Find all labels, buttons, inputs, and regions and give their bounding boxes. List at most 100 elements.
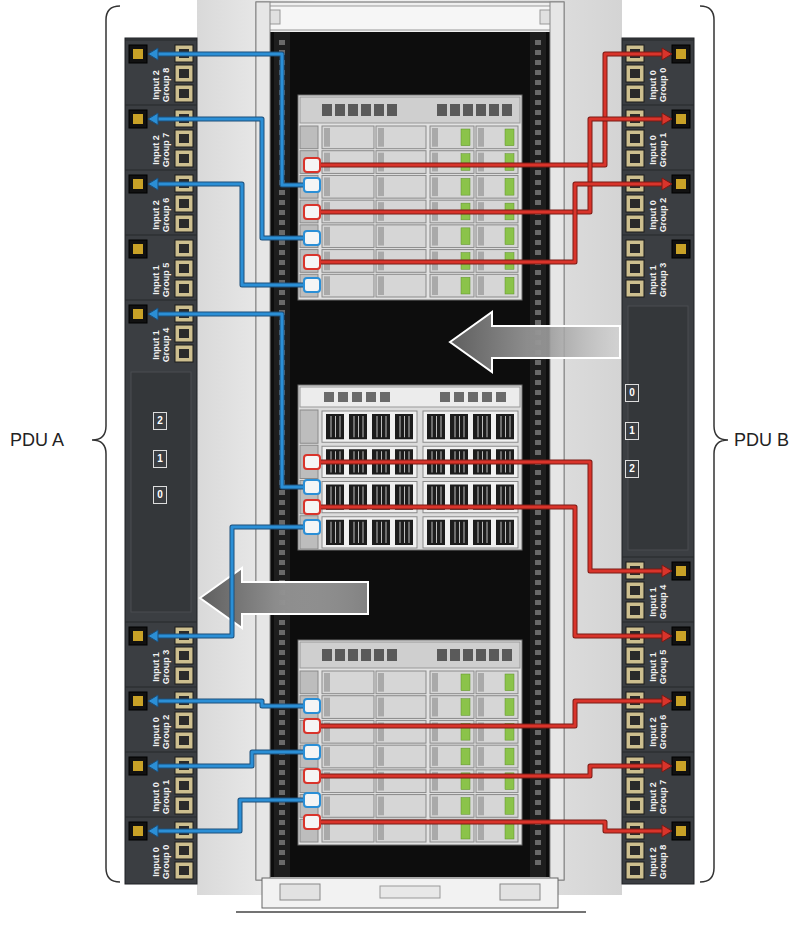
c13-outlet	[626, 842, 644, 859]
drive-carrier	[376, 770, 426, 793]
rail-hole	[535, 110, 541, 115]
drive-grid	[331, 416, 332, 437]
rail-hole	[535, 830, 541, 835]
c13-outlet	[175, 130, 193, 147]
outlet-group: Input 1 Group 3	[125, 622, 197, 690]
power-cord	[316, 766, 670, 776]
power-cord	[150, 184, 316, 285]
drive-grid	[354, 522, 355, 543]
c19-outlet	[676, 826, 686, 836]
drive-grid	[340, 416, 341, 437]
drive-grid	[450, 414, 468, 439]
rail-hole	[535, 390, 541, 395]
rail-hole	[535, 590, 541, 595]
power-cord	[150, 119, 316, 238]
rail-hole	[279, 260, 285, 265]
c19-outlet	[129, 110, 147, 128]
drive-carrier	[476, 696, 518, 719]
cord-arrowhead	[662, 48, 672, 60]
pdu-title: PDU A	[10, 430, 64, 451]
c19-outlet	[133, 696, 143, 706]
drive-carrier	[376, 745, 426, 768]
power-cord	[316, 507, 670, 636]
power-cord	[316, 701, 670, 726]
section-divider	[125, 235, 197, 236]
drive-carrier	[322, 225, 374, 248]
drive-grid	[340, 522, 341, 543]
rail-hole	[279, 620, 285, 625]
rail-hole	[279, 540, 285, 545]
outlet-group-label: Input 0 Group 0	[151, 841, 171, 883]
section-divider	[622, 40, 694, 41]
rail-hole	[535, 440, 541, 445]
c13-outlet	[630, 219, 640, 228]
drive-carrier	[378, 673, 384, 692]
power-cord	[150, 800, 316, 831]
c13-outlet	[175, 712, 193, 729]
psu-bay	[300, 126, 318, 149]
pdu-body	[125, 38, 197, 884]
rail-hole	[535, 760, 541, 765]
drive-grid	[400, 416, 401, 437]
c13-outlet	[175, 667, 193, 684]
rail-hole	[535, 60, 541, 65]
section-divider	[125, 622, 197, 623]
rail-hole	[535, 80, 541, 85]
rail-hole	[279, 220, 285, 225]
psu-bay	[300, 410, 318, 443]
c13-outlet	[175, 777, 193, 794]
c13-outlet	[179, 244, 189, 253]
c13-outlet	[175, 797, 193, 814]
section-divider	[125, 817, 197, 818]
c13-outlet	[630, 199, 640, 208]
port	[348, 104, 358, 116]
c13-outlet	[630, 586, 640, 595]
psu-connector	[304, 255, 320, 269]
c19-outlet	[129, 757, 147, 775]
drive-grid	[441, 522, 442, 543]
drive-latch	[461, 277, 470, 294]
drive-carrier	[376, 175, 426, 198]
rack-rail	[530, 32, 546, 877]
power-cord	[316, 54, 670, 165]
port	[450, 649, 460, 661]
rack-base	[500, 884, 540, 900]
power-cord	[150, 314, 316, 487]
rack-frame	[256, 2, 564, 880]
cord-arrowhead	[662, 825, 672, 837]
outlet-group-label: Input 0 Group 2	[151, 711, 171, 753]
rail-hole	[535, 170, 541, 175]
drive-grid	[381, 416, 382, 437]
rail-hole	[535, 230, 541, 235]
cord-arrowhead	[148, 178, 158, 190]
drive-latch	[505, 699, 514, 716]
drive-grid	[459, 522, 460, 543]
outlet-group-label: Input 2 Group 6	[151, 194, 171, 236]
rail-hole	[535, 550, 541, 555]
outlet-group: Input 1 Group 5	[125, 235, 197, 303]
outlet-group-label: Input 2 Group 7	[648, 776, 668, 818]
c19-outlet	[129, 822, 147, 840]
c19-outlet	[672, 627, 690, 645]
power-cord	[150, 752, 316, 766]
drive-grid	[432, 416, 433, 437]
drive-grid	[381, 522, 382, 543]
server-chassis	[298, 640, 522, 845]
section-divider	[125, 687, 197, 688]
rail-hole	[279, 680, 285, 685]
port	[476, 104, 486, 116]
c19-outlet	[133, 826, 143, 836]
outlet-group: Input 2 Group 7	[125, 105, 197, 173]
drive-grid	[386, 416, 387, 437]
drive-carrier	[478, 673, 484, 692]
rail-hole	[279, 710, 285, 715]
rail-hole	[535, 740, 541, 745]
rail-hole	[535, 600, 541, 605]
drive-carrier	[478, 698, 484, 717]
drive-grid	[363, 522, 364, 543]
drive-latch	[505, 129, 514, 146]
drive-carrier	[478, 276, 484, 295]
c19-outlet	[133, 309, 143, 319]
drive-carrier	[432, 128, 438, 147]
